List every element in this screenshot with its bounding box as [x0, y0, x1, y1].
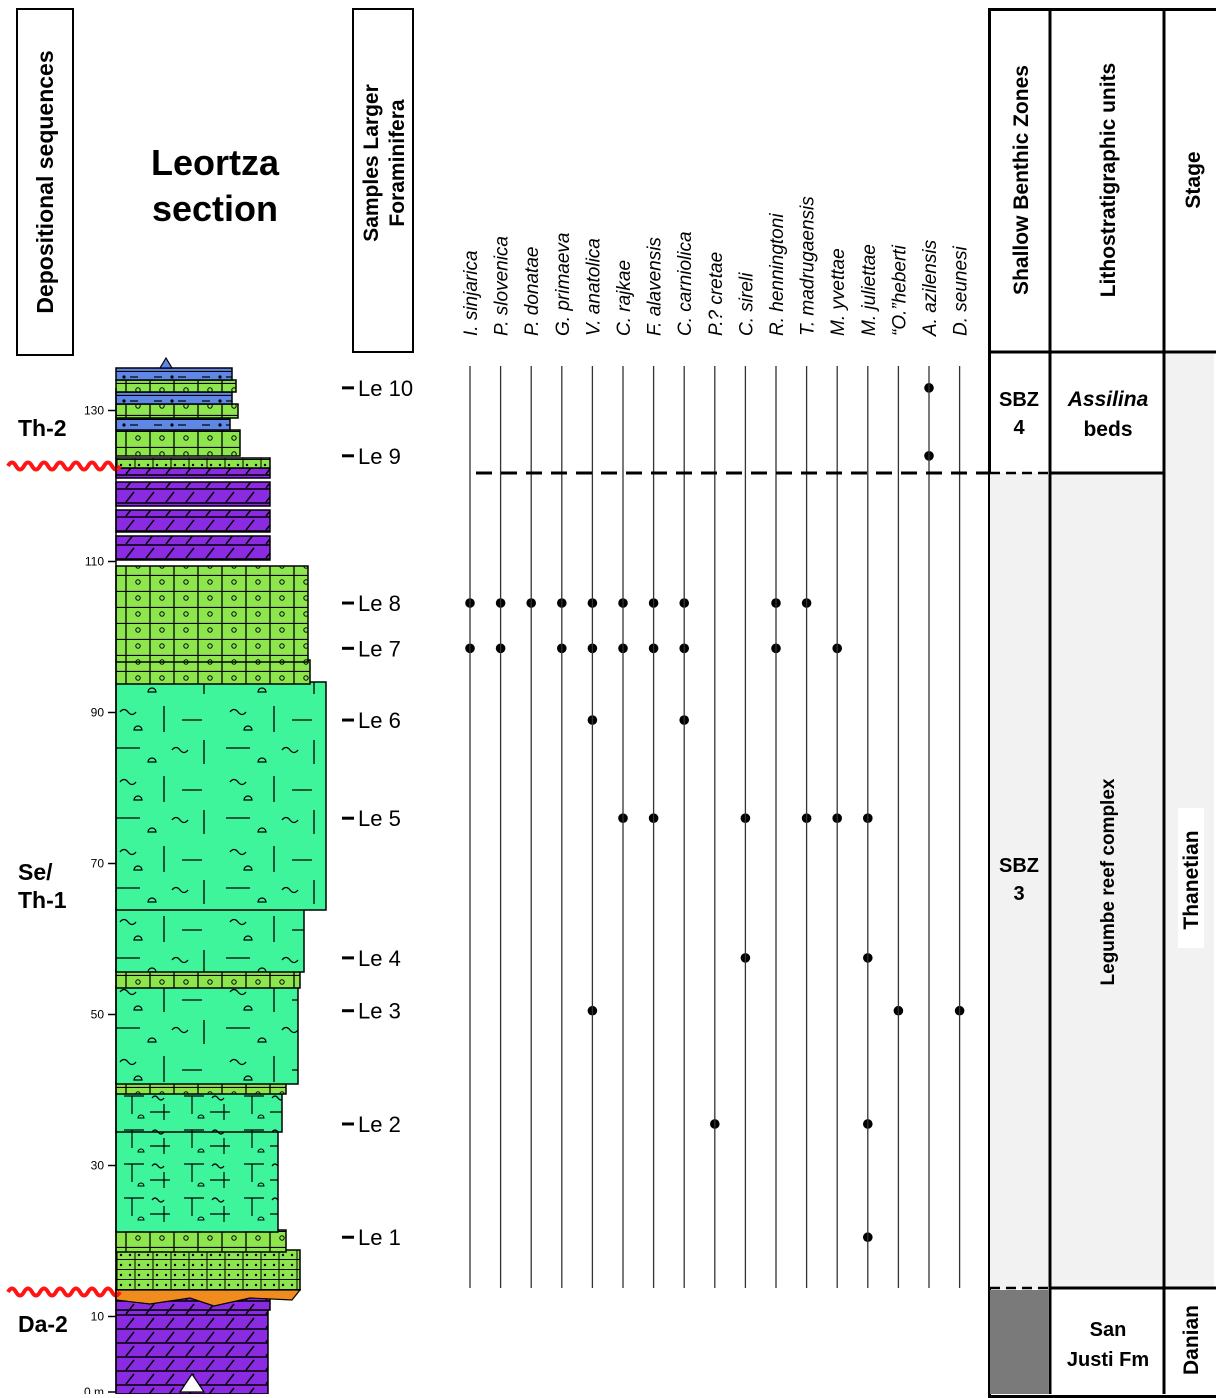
- species-range-lines: [469, 366, 988, 1288]
- species-label: R. henningtoni: [767, 213, 788, 336]
- bed-dolostone-upper-3: [115, 481, 271, 507]
- unconformity-da2-top: [6, 1286, 122, 1298]
- species-label: M. juliettae: [859, 244, 880, 336]
- san-justi-label-line1: San: [1090, 1319, 1127, 1341]
- bed-reef-middle-2: [115, 907, 305, 973]
- bed-dolostone-upper-1: [115, 535, 271, 561]
- species-label: M. yvettae: [828, 248, 849, 336]
- scale-tick-label: 110: [85, 555, 104, 569]
- species-label: P.? cretae: [706, 252, 727, 336]
- sbz3-label-line1: SBZ: [999, 855, 1039, 877]
- san-justi-label-line2: Justi Fm: [1067, 1349, 1149, 1371]
- danian-zone-fill: [990, 1290, 1048, 1394]
- sample-label: Le 6: [358, 708, 401, 733]
- section-title-line1: Leortza: [150, 142, 280, 183]
- column-base-notch: [178, 1372, 206, 1393]
- sbz4-label-line2: 4: [1013, 417, 1025, 439]
- zones-table-content: Shallow Benthic Zones Lithostratigraphic …: [988, 8, 1216, 1394]
- species-label: F. alavensis: [645, 237, 666, 336]
- samples-header-box: Samples Larger Foraminifera: [352, 8, 414, 353]
- scale-tick-label: 50: [91, 1008, 105, 1022]
- bed-green-limestone-4: [115, 659, 311, 685]
- sample-label: Le 5: [358, 806, 401, 831]
- beds-label: beds: [1083, 418, 1132, 441]
- bed-reef-lower-2: [115, 1091, 283, 1133]
- legumbe-background: [1052, 473, 1162, 1289]
- bed-reef-main: [115, 681, 327, 911]
- depositional-sequences-header-box: Depositional sequences: [16, 8, 74, 356]
- sample-label: Le 1: [358, 1225, 401, 1250]
- sequence-seth1: Se/ Th-1: [18, 858, 67, 914]
- sample-label: Le 4: [358, 946, 401, 971]
- bed-green-limestone-5: [115, 565, 309, 663]
- bed-sandy-calcarenite: [115, 1249, 301, 1291]
- species-label: C. sireli: [736, 272, 757, 336]
- bed-assilina-2: [115, 403, 239, 419]
- species-label: T. madrugaensis: [798, 196, 819, 336]
- lithostratigraphic-units-header: Lithostratigraphic units: [1097, 63, 1120, 298]
- bed-reef-middle: [115, 985, 299, 1085]
- section-title-line2: section: [151, 188, 279, 229]
- sbz4-label-line1: SBZ: [999, 389, 1039, 411]
- species-label: P. slovenica: [492, 236, 513, 336]
- sequence-da2: Da-2: [18, 1311, 68, 1337]
- stage-header: Stage: [1182, 151, 1205, 208]
- species-labels: I. sinjarica P. slovenica P. donatae G. pri…: [461, 196, 972, 337]
- species-label: G. primaeva: [553, 233, 574, 336]
- assilina-label: Assilina: [1067, 388, 1149, 411]
- bed-sandy-top: [115, 457, 271, 469]
- column-top-spike: [158, 356, 174, 369]
- species-label: I. sinjarica: [461, 250, 482, 336]
- bed-ferruginous-crust: [115, 1289, 302, 1307]
- bed-dolostone-upper-2: [115, 509, 271, 533]
- height-scale: 0 m 10 30 50 70 90 110 130: [84, 387, 117, 1394]
- sample-markers: Le 10 Le 9 Le 8 Le 7 Le 6 Le 5 Le 4 Le 3 Le 2 Le …: [342, 376, 965, 1250]
- bed-assilina-blue-2: [115, 391, 233, 405]
- bed-dolostone-upper-4: [115, 467, 271, 479]
- bed-assilina-blue-3: [115, 367, 233, 381]
- sample-label: Le 7: [358, 636, 401, 661]
- bed-assilina-blue-1: [115, 417, 231, 431]
- sample-label: Le 10: [358, 376, 413, 401]
- species-label: “O.”heberti: [889, 244, 910, 336]
- bed-reef-lower: [115, 1129, 279, 1233]
- sequence-th2: Th-2: [18, 415, 67, 441]
- lithology-column: [6, 356, 327, 1394]
- bed-green-limestone-1: [115, 1229, 287, 1253]
- danian-label: Danian: [1180, 1305, 1203, 1375]
- species-label: C. carniolica: [675, 231, 696, 336]
- sequence-seth1-line1: Se/: [18, 859, 53, 885]
- scale-tick-label: 70: [91, 857, 105, 871]
- unconformity-th2-base: [6, 460, 122, 472]
- section-title: Leortza section: [140, 140, 290, 232]
- sample-label: Le 8: [358, 591, 401, 616]
- scale-tick-label: 10: [91, 1310, 105, 1324]
- sample-label: Le 9: [358, 444, 401, 469]
- sample-label: Le 2: [358, 1112, 401, 1137]
- scale-tick-label: 90: [91, 706, 105, 720]
- scale-tick-label: 30: [91, 1159, 105, 1173]
- species-label: A. azilensis: [920, 239, 941, 337]
- species-label: C. rajkae: [614, 260, 635, 336]
- scale-tick-label: 0 m: [84, 1385, 104, 1394]
- species-label: D. seunesi: [951, 245, 972, 336]
- scale-tick-label: 130: [84, 404, 104, 418]
- species-label: P. donatae: [522, 247, 543, 336]
- legumbe-reef-complex-label: Legumbe reef complex: [1098, 778, 1119, 985]
- sbz3-background: [990, 473, 1048, 1289]
- species-label: V. anatolica: [583, 238, 604, 336]
- thanetian-label-band: [1178, 808, 1204, 948]
- sbz3-label-line2: 3: [1013, 883, 1024, 905]
- thanetian-label: Thanetian: [1180, 830, 1203, 929]
- bed-assilina-1: [115, 429, 241, 457]
- sequence-seth1-line2: Th-1: [18, 887, 67, 913]
- shallow-benthic-zones-header: Shallow Benthic Zones: [1010, 65, 1033, 295]
- sample-label: Le 3: [358, 999, 401, 1024]
- bed-assilina-3: [115, 379, 237, 393]
